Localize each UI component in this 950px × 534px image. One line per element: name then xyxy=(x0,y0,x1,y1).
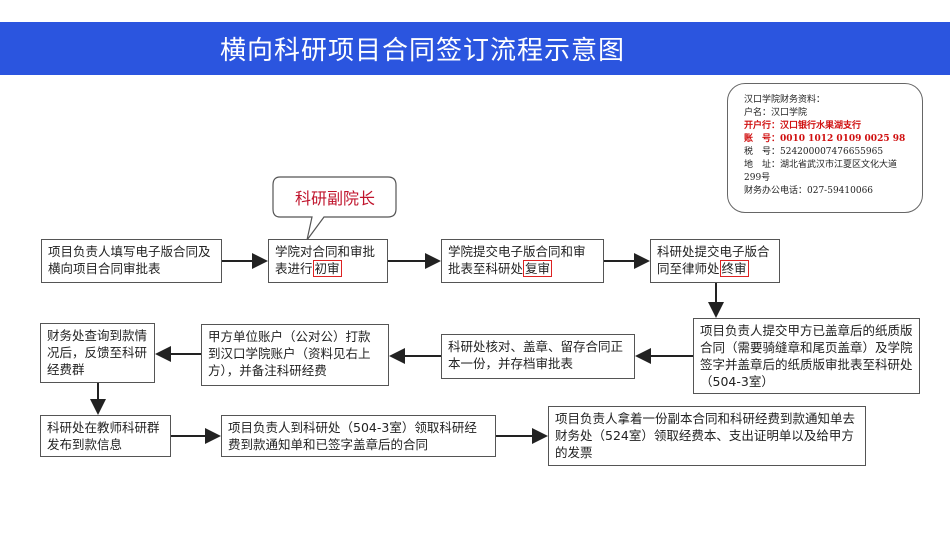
info-tax-no: 税 号：524200007476655965 xyxy=(744,147,884,157)
info-phone: 财务办公电话：027-59410066 xyxy=(744,186,874,196)
step-collect-notice: 项目负责人到科研处（504-3室）领取科研经费到款通知单和已签字盖章后的合同 xyxy=(221,415,496,457)
step-text: 项目负责人到科研处（504-3室）领取科研经费到款通知单和已签字盖章后的合同 xyxy=(228,420,477,452)
second-review-mark: 复审 xyxy=(523,260,553,277)
info-header: 汉口学院财务资料： xyxy=(744,95,826,105)
step-finance-check: 财务处查询到款情况后，反馈至科研经费群 xyxy=(40,323,155,383)
title-banner xyxy=(0,22,950,75)
step-text: 甲方单位账户（公对公）打款到汉口学院账户（资料见右上方），并备注科研经费 xyxy=(208,329,371,378)
step-text: 学院对合同和审批表进行 xyxy=(275,244,376,276)
callout-bubble xyxy=(272,176,397,241)
callout-vice-dean: 科研副院长 xyxy=(294,189,375,208)
info-address: 地 址：湖北省武汉市江夏区文化大道299号 xyxy=(744,160,898,183)
finance-info-box: 汉口学院财务资料： 户名：汉口学院 开户行：汉口银行水果湖支行 账 号：0010… xyxy=(727,83,923,213)
step-text: 项目负责人提交甲方已盖章后的纸质版合同（需要骑缝章和尾页盖章）及学院签字并盖章后… xyxy=(700,323,913,389)
info-account-name: 户名：汉口学院 xyxy=(744,108,808,118)
info-account-no: 账 号：0010 1012 0109 0025 98 xyxy=(744,134,906,144)
step-second-review: 学院提交电子版合同和审批表至科研处复审 xyxy=(441,239,604,283)
initial-review-mark: 初审 xyxy=(312,260,342,277)
step-text: 科研处在教师科研群发布到款信息 xyxy=(47,420,160,452)
step-finance-office: 项目负责人拿着一份副本合同和科研经费到款通知单去财务处（524室）领取经费本、支… xyxy=(548,406,866,466)
step-text: 项目负责人拿着一份副本合同和科研经费到款通知单去财务处（524室）领取经费本、支… xyxy=(555,411,856,460)
step-stamp-archive: 科研处核对、盖章、留存合同正本一份，并存档审批表 xyxy=(441,334,635,379)
page-title: 横向科研项目合同签订流程示意图 xyxy=(220,36,626,66)
step-text: 学院提交电子版合同和审批表至科研处 xyxy=(448,244,586,276)
step-fill-contract: 项目负责人填写电子版合同及横向项目合同审批表 xyxy=(41,239,222,283)
step-publish-info: 科研处在教师科研群发布到款信息 xyxy=(40,415,171,457)
final-review-mark: 终审 xyxy=(719,260,749,277)
step-submit-paper: 项目负责人提交甲方已盖章后的纸质版合同（需要骑缝章和尾页盖章）及学院签字并盖章后… xyxy=(693,318,920,394)
step-text: 科研处提交电子版合同至律师处 xyxy=(657,244,770,276)
step-text: 项目负责人填写电子版合同及横向项目合同审批表 xyxy=(48,244,211,276)
step-text: 财务处查询到款情况后，反馈至科研经费群 xyxy=(47,328,148,377)
step-text: 科研处核对、盖章、留存合同正本一份，并存档审批表 xyxy=(448,339,624,371)
step-final-review: 科研处提交电子版合同至律师处终审 xyxy=(650,239,780,283)
info-bank: 开户行：汉口银行水果湖支行 xyxy=(744,121,862,131)
step-party-payment: 甲方单位账户（公对公）打款到汉口学院账户（资料见右上方），并备注科研经费 xyxy=(201,324,389,386)
step-initial-review: 学院对合同和审批表进行初审 xyxy=(268,239,388,283)
